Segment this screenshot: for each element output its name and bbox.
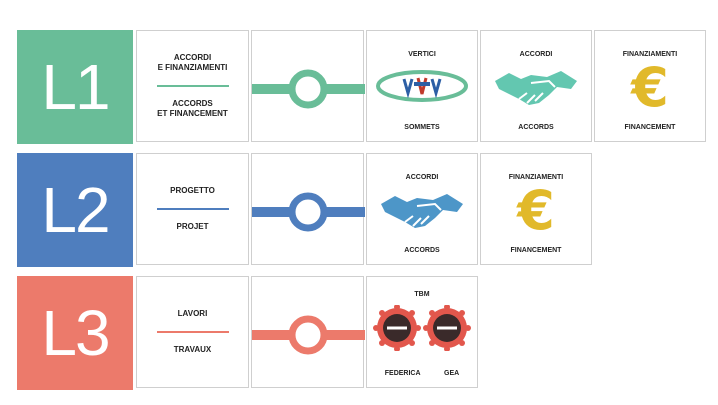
handshake-icon	[381, 194, 463, 228]
tbm-name: FEDERICA	[384, 370, 421, 377]
card-title: TBM	[414, 291, 430, 298]
card-subtitle: FINANCEMENT	[624, 124, 676, 131]
line-cell-l3	[251, 276, 365, 388]
station-line-icon	[252, 192, 365, 232]
card-finanziamenti-l1: FINANZIAMENTI € FINANCEMENT	[594, 30, 706, 142]
label-top-l1: ACCORDI E FINANZIAMENTI	[157, 53, 228, 72]
card-title: VERTICI	[408, 51, 436, 58]
card-accordi-l2: ACCORDI ACCORDS	[366, 153, 478, 265]
tbm-name: GEA	[444, 370, 460, 377]
card-title: FINANZIAMENTI	[508, 174, 564, 181]
card-title: FINANZIAMENTI	[622, 51, 678, 58]
separator-l1	[156, 85, 229, 87]
station-line-icon	[252, 315, 365, 355]
separator-l2	[156, 208, 229, 210]
level-badge-l3: L3	[17, 276, 133, 390]
card-subtitle: SOMMETS	[404, 124, 440, 131]
tbm-cutterhead-icon	[373, 305, 471, 351]
label-bottom-l1: ACCORDS ET FINANCEMENT	[157, 99, 228, 118]
label-cell-l3: LAVORI TRAVAUX	[136, 276, 249, 388]
card-subtitle: FINANCEMENT	[510, 247, 562, 254]
card-finanziamenti-l2: FINANZIAMENTI € FINANCEMENT	[480, 153, 592, 265]
label-cell-l1: ACCORDI E FINANZIAMENTI ACCORDS ET FINAN…	[136, 30, 249, 142]
euro-icon: €	[631, 56, 669, 119]
label-bottom-l2: PROJET	[176, 222, 209, 231]
summit-logo-icon	[376, 70, 468, 102]
label-top-l2: PROGETTO	[170, 186, 215, 195]
card-title: ACCORDI	[405, 174, 439, 181]
euro-icon: €	[517, 179, 555, 242]
line-cell-l2	[251, 153, 365, 265]
handshake-icon	[495, 71, 577, 105]
level-badge-l2: L2	[17, 153, 133, 267]
label-cell-l2: PROGETTO PROJET	[136, 153, 249, 265]
label-top-l3: LAVORI	[177, 309, 208, 318]
line-cell-l1	[251, 30, 365, 142]
card-subtitle: ACCORDS	[404, 247, 440, 254]
card-vertici: VERTICI SOMMETS	[366, 30, 478, 142]
card-tbm: TBM	[366, 276, 478, 388]
station-line-icon	[252, 69, 365, 109]
card-subtitle: ACCORDS	[518, 124, 554, 131]
label-bottom-l3: TRAVAUX	[173, 345, 212, 354]
separator-l3	[156, 331, 229, 333]
card-accordi-l1: ACCORDI ACCORDS	[480, 30, 592, 142]
tbm-names: FEDERICA GEA	[373, 370, 471, 377]
level-badge-l1: L1	[17, 30, 133, 144]
card-title: ACCORDI	[519, 51, 553, 58]
